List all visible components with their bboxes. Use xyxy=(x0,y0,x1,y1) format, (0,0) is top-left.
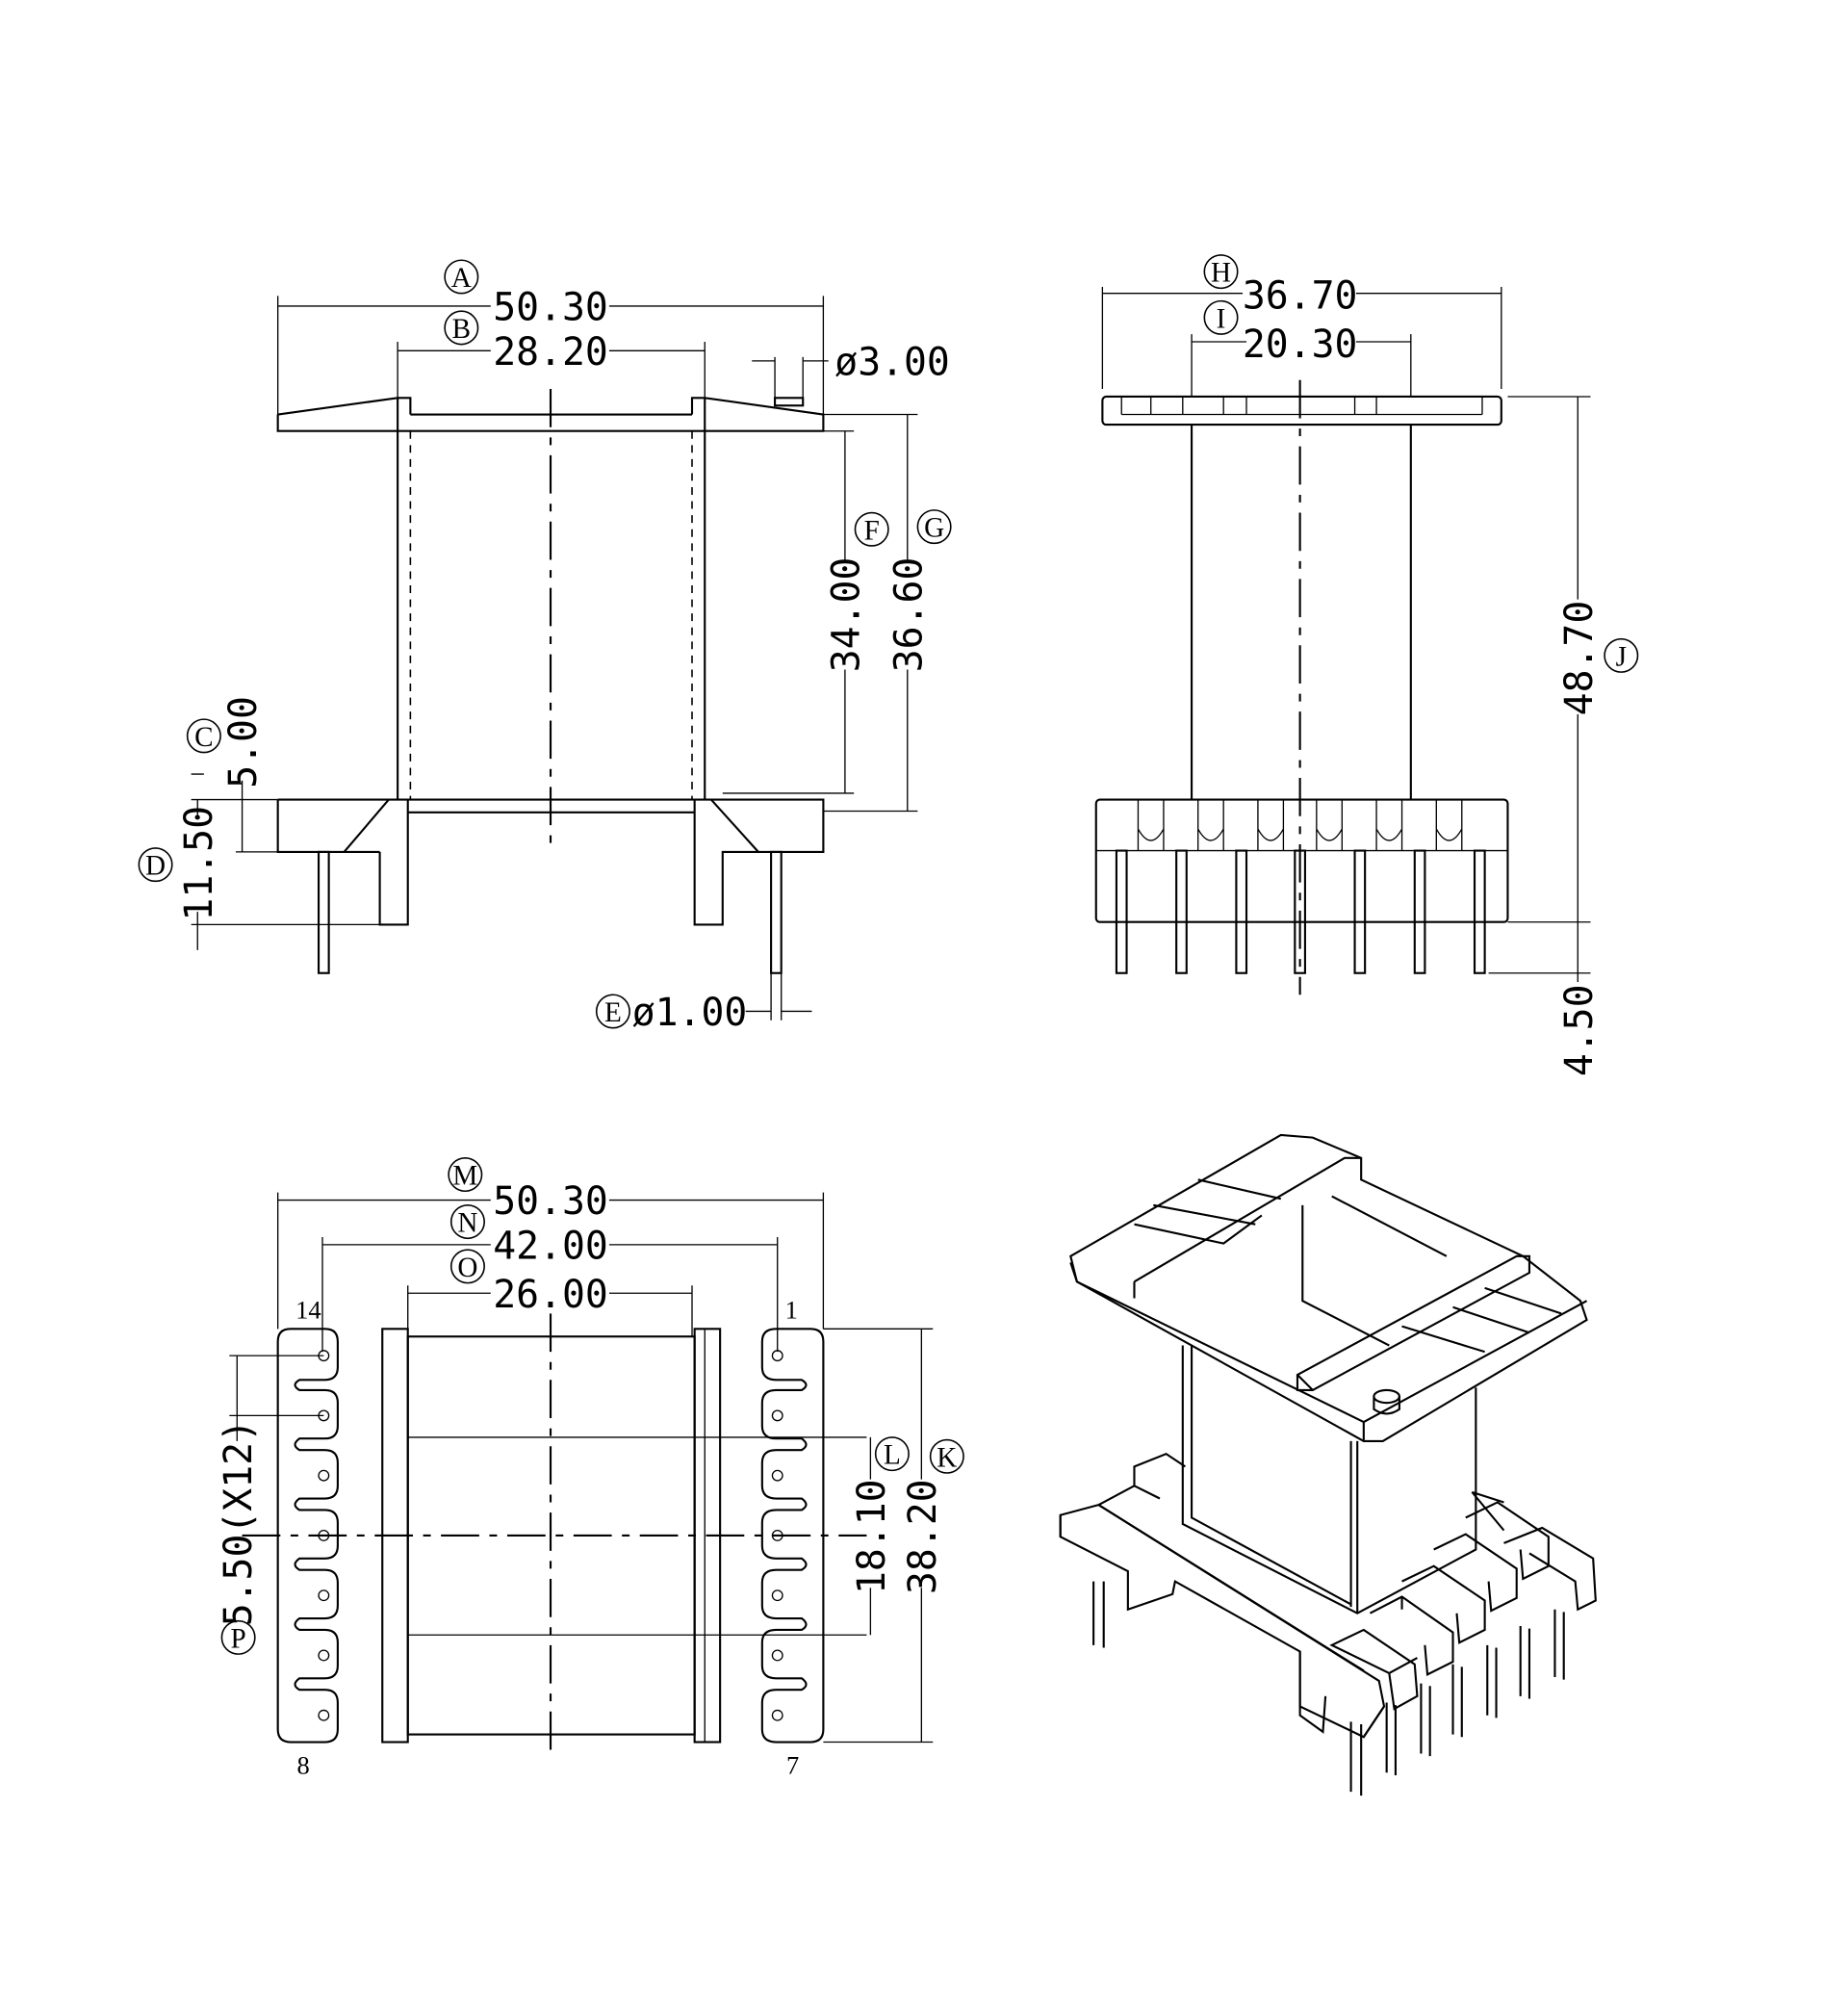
label-M: M xyxy=(452,1161,477,1192)
label-J: J xyxy=(1616,641,1627,672)
label-I: I xyxy=(1217,303,1226,334)
label-H: H xyxy=(1211,258,1231,289)
front-view: A 50.30 B 28.20 ø3.00 F 34.00 G 36.60 C … xyxy=(138,259,952,1035)
side-pin-blocks xyxy=(1095,799,1508,974)
dim-O-value: 26.00 xyxy=(493,1273,608,1317)
dim-B-value: 28.20 xyxy=(493,330,608,375)
dim-C-value: 5.00 xyxy=(221,696,266,788)
dim-pin-top-dia: ø3.00 xyxy=(834,340,950,384)
label-E: E xyxy=(604,997,622,1028)
pin-number-7: 7 xyxy=(786,1751,799,1780)
label-K: K xyxy=(937,1442,957,1473)
dim-G-value: 36.60 xyxy=(886,557,931,673)
dim-N-value: 42.00 xyxy=(493,1224,608,1268)
label-O: O xyxy=(457,1253,477,1283)
dim-I-value: 20.30 xyxy=(1243,323,1358,367)
pin-number-8: 8 xyxy=(297,1751,310,1780)
dim-K-value: 38.20 xyxy=(901,1479,945,1594)
dim-D-value: 11.50 xyxy=(177,806,221,921)
label-D: D xyxy=(145,851,166,882)
label-P: P xyxy=(231,1623,246,1654)
dim-H-value: 36.70 xyxy=(1243,274,1358,319)
dim-F-value: 34.00 xyxy=(824,557,868,673)
dim-P-value: 5.50(X12) xyxy=(217,1419,261,1626)
dim-L-value: 18.10 xyxy=(850,1479,894,1594)
dim-J-value: 48.70 xyxy=(1557,601,1602,716)
label-A: A xyxy=(451,263,472,294)
label-C: C xyxy=(194,722,213,753)
label-N: N xyxy=(457,1208,477,1239)
pin-number-1: 1 xyxy=(785,1296,798,1325)
label-L: L xyxy=(884,1440,901,1471)
label-G: G xyxy=(924,513,944,544)
label-F: F xyxy=(864,515,880,546)
pin-number-14: 14 xyxy=(295,1296,321,1325)
dim-pin-length-value: 4.50 xyxy=(1557,985,1602,1077)
label-B: B xyxy=(452,314,471,345)
dim-A-value: 50.30 xyxy=(493,285,608,329)
side-view: H 36.70 I 20.30 J 48.70 4.50 xyxy=(1094,254,1639,1077)
dim-M-value: 50.30 xyxy=(493,1179,608,1224)
dim-E-value: ø1.00 xyxy=(632,991,748,1035)
bottom-view: M 50.30 N 42.00 O 26.00 14 1 8 7 P 5.50(… xyxy=(217,1157,964,1780)
isometric-view xyxy=(1059,1133,1597,1796)
